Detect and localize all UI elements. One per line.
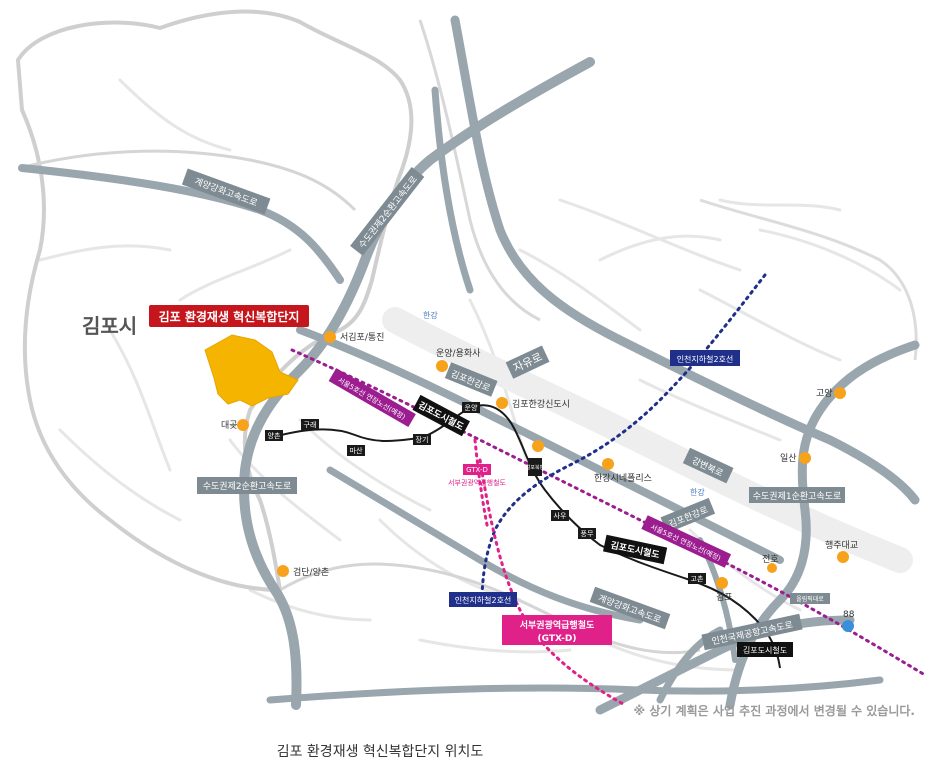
station-gurae: 구래 <box>301 419 319 430</box>
location-map: 김포시 김포 환경재생 혁신복합단지 계양강화고속도로 수도권제2순환고속도로 … <box>16 9 927 718</box>
ic-label: 대곶 <box>221 420 238 431</box>
river-label: 한강 <box>423 310 438 320</box>
city-name: 김포시 <box>82 314 137 338</box>
incheon2-label-2: 인천지하철2호선 <box>449 592 517 607</box>
ic-icon <box>799 452 811 464</box>
ic-label: 고양 <box>816 388 833 399</box>
svg-text:서부권광역급행철도: 서부권광역급행철도 <box>448 478 507 487</box>
route-88-icon <box>842 620 854 632</box>
svg-text:풍무: 풍무 <box>581 530 594 538</box>
road-label-sudo1: 수도권제1순환고속도로 <box>749 487 845 503</box>
svg-text:올림픽대로: 올림픽대로 <box>796 595 824 603</box>
site-label: 김포 환경재생 혁신복합단지 <box>159 309 300 324</box>
gimpo-line-label-3: 김포도시철도 <box>737 642 793 657</box>
station-pungmu: 풍무 <box>578 528 596 539</box>
minor-roads <box>38 78 902 672</box>
ic-icon <box>767 563 777 573</box>
svg-text:김포도시철도: 김포도시철도 <box>743 645 787 655</box>
site-area <box>204 334 299 407</box>
interchange-small-box: 올림픽대로 <box>790 593 830 604</box>
incheon2-label-1: 인천지하철2호선 <box>670 350 740 366</box>
svg-text:인천지하철2호선: 인천지하철2호선 <box>455 595 512 605</box>
gtxd-box-label: 서부권광역급행철도 (GTX-D) <box>502 615 612 645</box>
gtxd-line-branch <box>473 438 490 532</box>
incheon2-line <box>480 273 767 597</box>
svg-text:수도권제2순환고속도로: 수도권제2순환고속도로 <box>356 173 420 250</box>
ic-label: 검단/양촌 <box>293 566 329 578</box>
ic-label: 한강시네폴리스 <box>594 473 652 484</box>
gtxd-small-label: GTX-D 서부권광역급행철도 <box>448 464 507 487</box>
notice-text: ※ 상기 계획은 사업 추진 과정에서 변경될 수 있습니다. <box>634 703 916 718</box>
svg-text:GTX-D: GTX-D <box>466 466 488 474</box>
ic-icon <box>277 565 289 577</box>
ic-icon <box>716 577 728 589</box>
gtxd-line <box>478 458 627 707</box>
station-geolpo: 걸포북변 <box>526 458 545 476</box>
ic-icon <box>436 360 448 372</box>
ic-icon <box>834 387 846 399</box>
han-river <box>382 307 913 573</box>
ic-icon <box>496 397 508 409</box>
city-boundary-south <box>279 562 701 655</box>
ic-icon <box>602 458 614 470</box>
ic-label: 88 <box>843 610 855 620</box>
svg-text:수도권제1순환고속도로: 수도권제1순환고속도로 <box>753 490 842 502</box>
svg-text:운양: 운양 <box>465 404 478 412</box>
road-label-sudo2-north: 수도권제2순환고속도로 <box>350 167 425 256</box>
ic-label: 일산 <box>780 453 797 464</box>
ic-label: 전호 <box>762 554 779 565</box>
map-caption: 김포 환경재생 혁신복합단지 위치도 <box>276 744 484 760</box>
svg-text:수도권제2순환고속도로: 수도권제2순환고속도로 <box>203 480 292 492</box>
river-label: 한강 <box>690 487 705 497</box>
station-sau: 사우 <box>551 510 569 521</box>
svg-text:마산: 마산 <box>350 446 363 455</box>
ic-icon <box>837 551 849 563</box>
city-boundary-inner <box>19 149 357 212</box>
site-label-box: 김포 환경재생 혁신복합단지 <box>149 305 309 327</box>
seoul5-extension-line <box>290 348 927 677</box>
highways <box>18 15 920 715</box>
ic-icon <box>324 331 336 343</box>
svg-text:양촌: 양촌 <box>268 431 281 440</box>
road-label-sudo2-west: 수도권제2순환고속도로 <box>197 477 297 494</box>
svg-text:구래: 구래 <box>304 420 317 429</box>
svg-text:고촌: 고촌 <box>691 574 704 583</box>
svg-text:사우: 사우 <box>554 511 567 520</box>
station-gochon: 고촌 <box>688 573 706 584</box>
station-janggi: 장기 <box>413 434 431 445</box>
ic-label: 행주대교 <box>825 539 858 551</box>
station-unyang: 운양 <box>462 402 480 413</box>
svg-text:걸포북변: 걸포북변 <box>526 464 545 471</box>
ic-icons <box>237 331 854 632</box>
station-yangchon: 양촌 <box>265 430 283 441</box>
ic-label: 김포한강신도시 <box>512 398 570 410</box>
ic-label: 서김포/통진 <box>340 331 384 343</box>
svg-text:(GTX-D): (GTX-D) <box>537 634 576 644</box>
ic-icon <box>237 419 249 431</box>
boundary-east <box>418 19 541 322</box>
station-masan: 마산 <box>347 445 365 456</box>
boundary-far-east <box>699 198 918 361</box>
svg-text:장기: 장기 <box>416 435 429 444</box>
ic-icon <box>532 440 544 452</box>
ic-label: 김포 <box>716 591 733 603</box>
svg-text:인천지하철2호선: 인천지하철2호선 <box>677 354 734 364</box>
svg-text:서부권광역급행철도: 서부권광역급행철도 <box>520 619 595 631</box>
ic-label: 운양/용화사 <box>436 348 481 359</box>
